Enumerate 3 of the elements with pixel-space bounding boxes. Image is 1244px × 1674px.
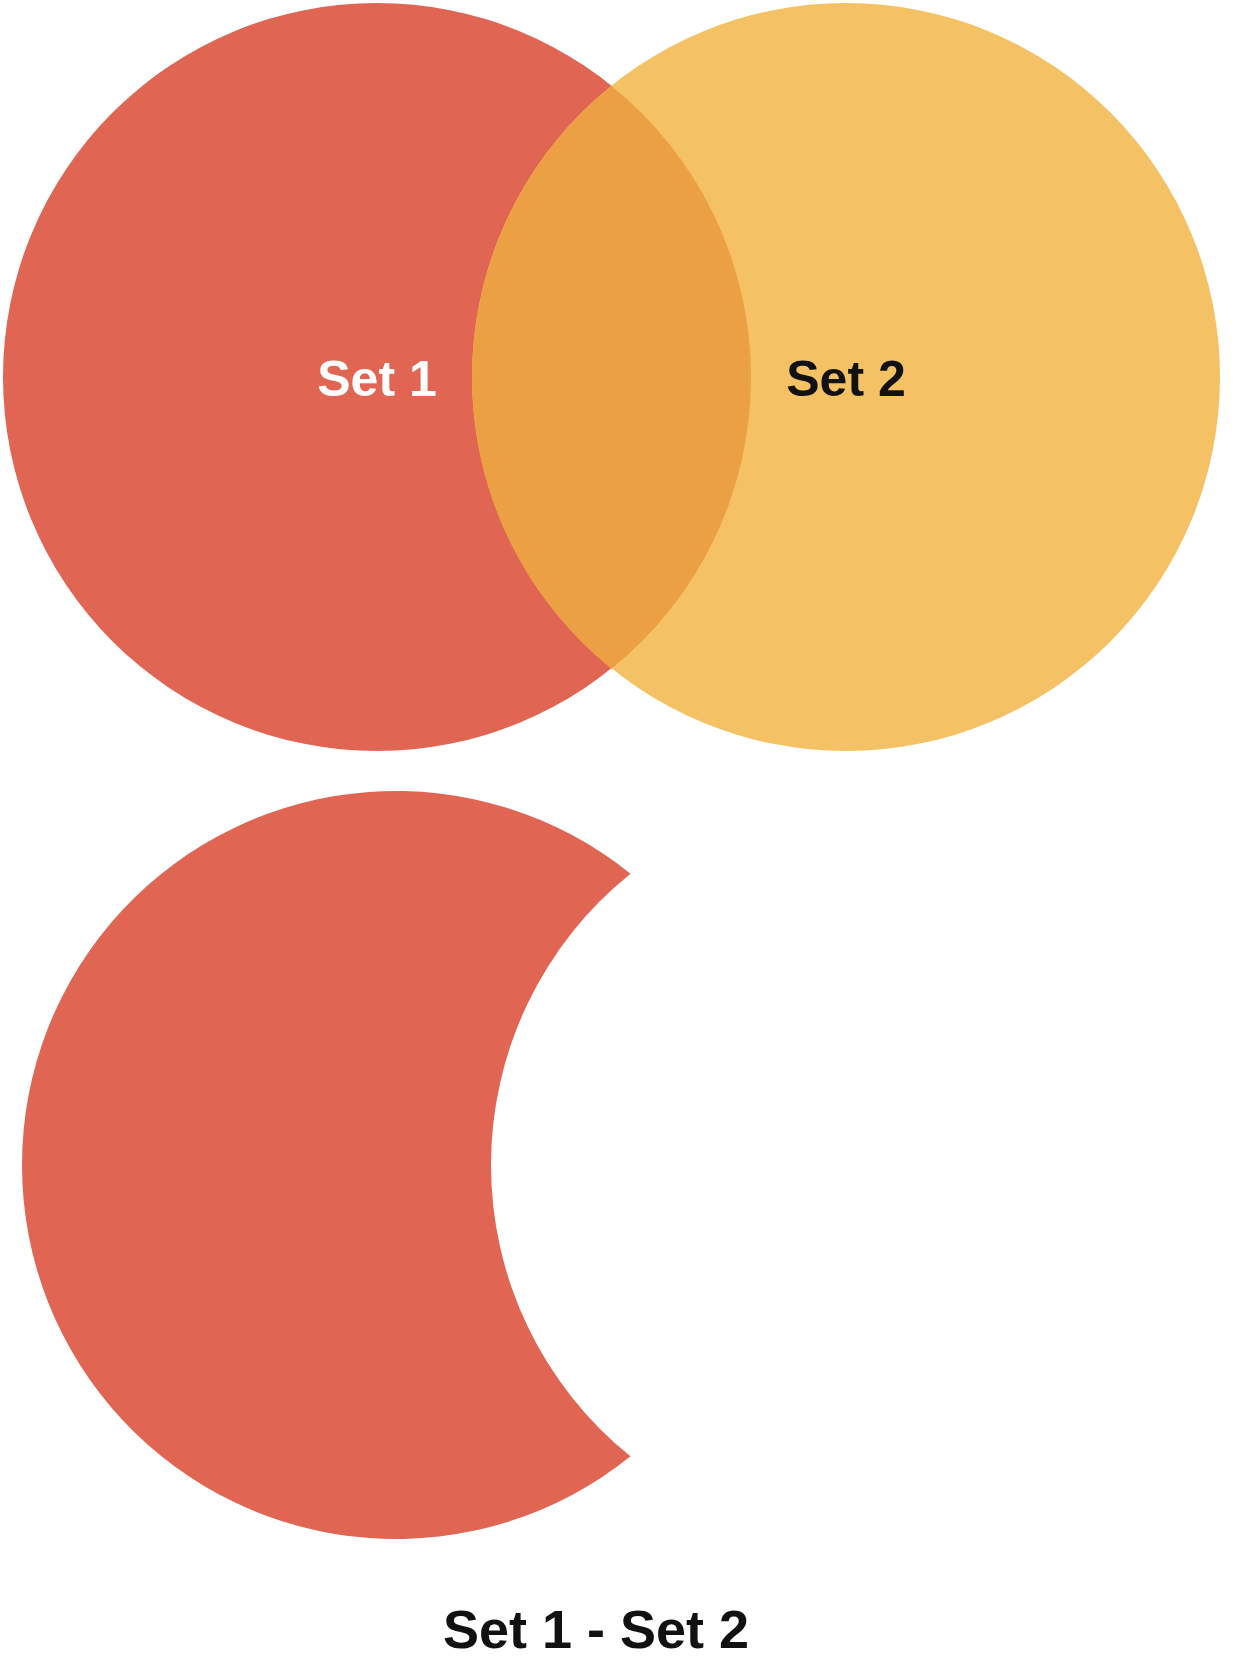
set-label: Set 2 bbox=[786, 350, 906, 408]
caption-text: Set 1 - Set 2 bbox=[442, 1598, 750, 1660]
set-label: Set 1 bbox=[317, 350, 437, 408]
